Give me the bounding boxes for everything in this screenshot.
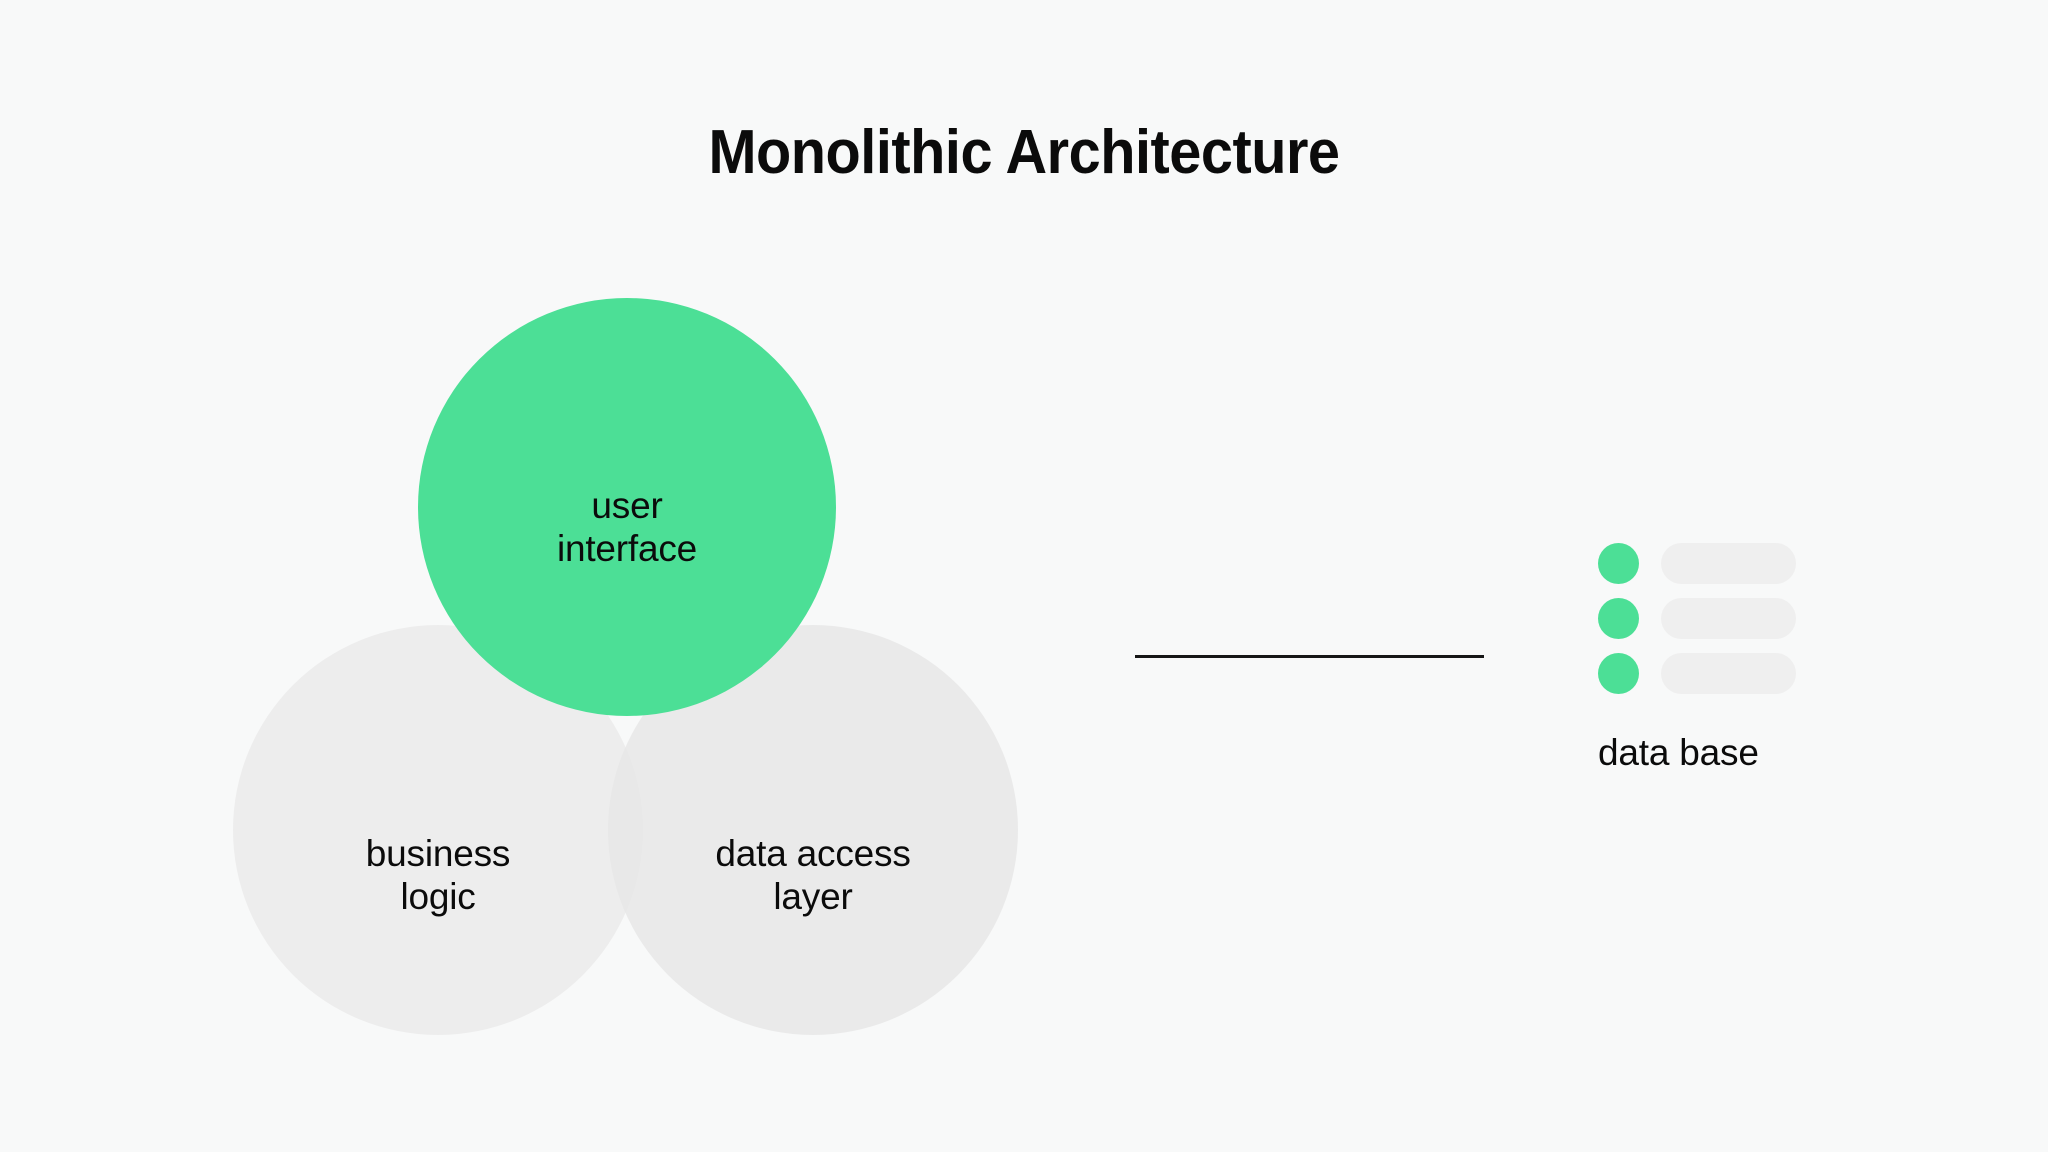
circle-label-business-logic: business logic [365,832,511,917]
database-label: data base [1598,732,1759,773]
database-row [1598,598,1798,639]
circle-label-data-access-layer: data access layer [715,832,911,917]
database-record-dot-icon [1598,653,1639,694]
database-group: data base [1598,543,1798,771]
connector-line-monolith-to-database [1135,655,1484,658]
circle-label-user-interface: user interface [556,484,698,569]
page-title: Monolithic Architecture [708,118,1340,187]
database-record-dot-icon [1598,598,1639,639]
database-record-dot-icon [1598,543,1639,584]
database-record-bar [1661,543,1796,584]
database-record-bar [1661,653,1796,694]
circle-user-interface[interactable]: user interface [418,298,836,716]
venn-diagram-group: business logic data access layer user in… [233,298,1018,1035]
database-row [1598,653,1798,694]
database-record-bar [1661,598,1796,639]
database-row [1598,543,1798,584]
